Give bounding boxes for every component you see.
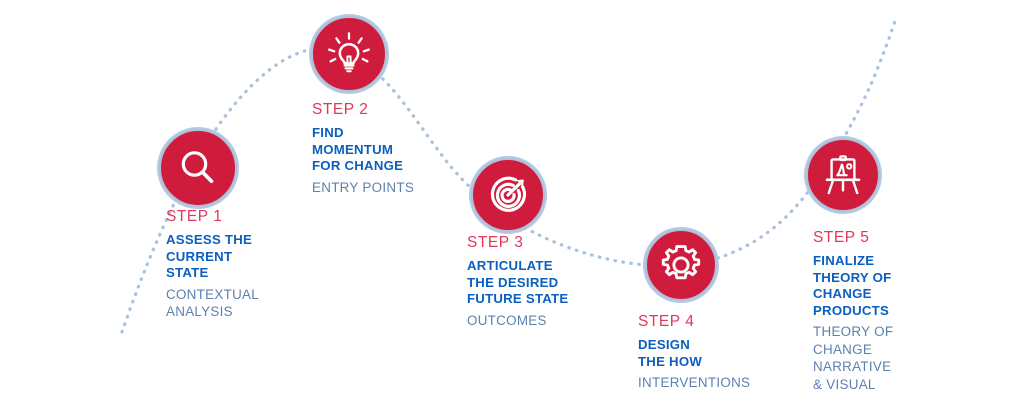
step-5-label: STEP 5 [813, 229, 870, 246]
step-1-label: STEP 1 [166, 208, 223, 225]
step-4-text-block: STEP 4 DESIGN THE HOW INTERVENTIONS [638, 312, 788, 392]
step-5-subtitle: THEORY OF CHANGE NARRATIVE & VISUAL [813, 324, 894, 392]
step-3-text-block: STEP 3 ARTICULATE THE DESIRED FUTURE STA… [467, 233, 617, 329]
step-2-subtitle: ENTRY POINTS [312, 179, 415, 195]
step-3-subtitle: OUTCOMES [467, 312, 547, 328]
step-4-headline: DESIGN THE HOW [638, 337, 703, 369]
step-2-label: STEP 2 [312, 101, 369, 118]
step-1-subtitle: CONTEXTUAL ANALYSIS [166, 286, 260, 320]
step-4-subtitle: INTERVENTIONS [638, 375, 751, 390]
step-4-badge-ring [643, 227, 719, 303]
step-2-headline: FIND MOMENTUM FOR CHANGE [312, 125, 404, 173]
step-5-text-block: STEP 5 FINALIZE THEORY OF CHANGE PRODUCT… [813, 228, 963, 393]
step-2-badge-ring [309, 14, 389, 94]
step-1-badge-ring [157, 127, 239, 209]
step-1-headline: ASSESS THE CURRENT STATE [166, 232, 253, 280]
step-3-label: STEP 3 [467, 234, 524, 251]
step-1-text-block: STEP 1 ASSESS THE CURRENT STATE CONTEXTU… [166, 207, 306, 321]
step-2-text-block: STEP 2 FIND MOMENTUM FOR CHANGE ENTRY PO… [312, 100, 452, 196]
step-3-headline: ARTICULATE THE DESIRED FUTURE STATE [467, 258, 569, 306]
step-5-badge-ring [804, 136, 882, 214]
step-4-label: STEP 4 [638, 313, 695, 330]
step-5-headline: FINALIZE THEORY OF CHANGE PRODUCTS [813, 253, 892, 318]
step-3-badge-ring [469, 156, 547, 234]
